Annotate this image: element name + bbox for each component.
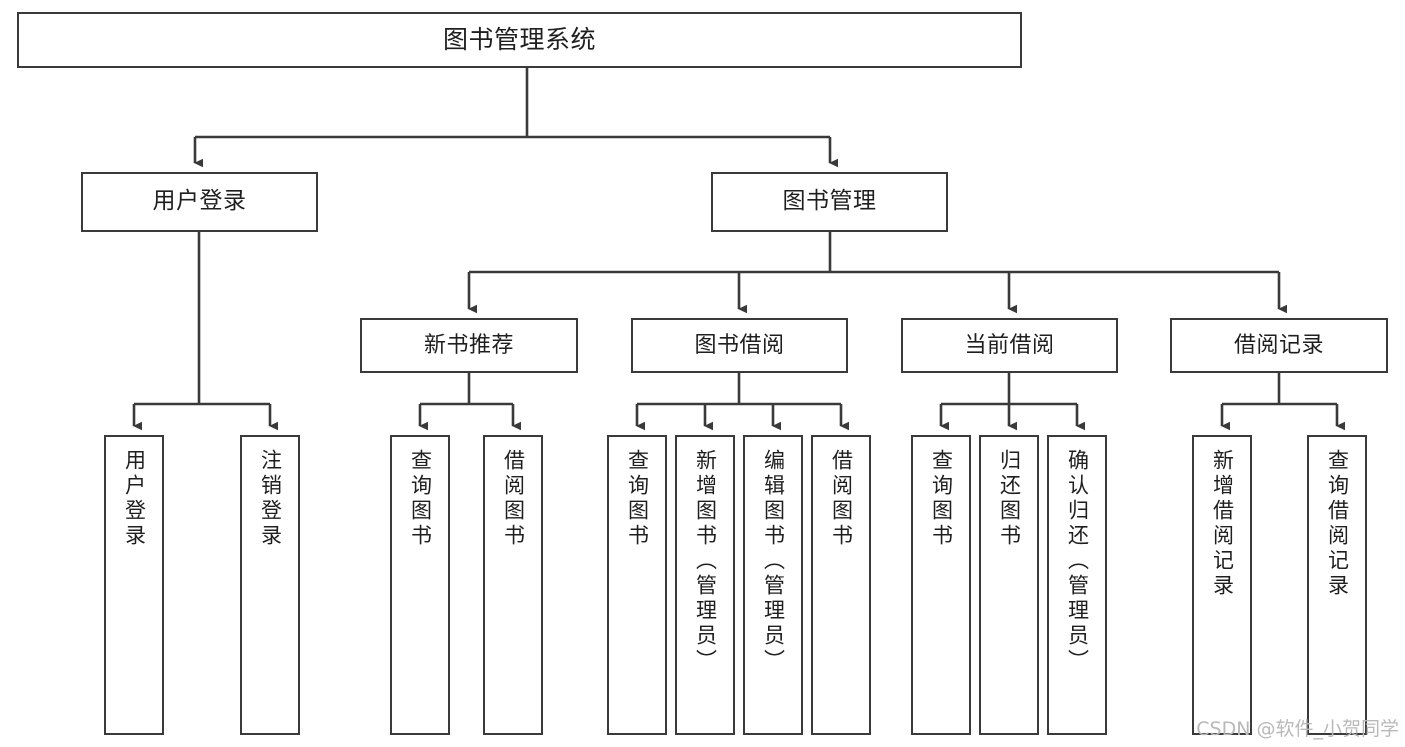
node-book-management-label: 图书管理 xyxy=(782,188,877,215)
node-root[interactable]: 图书管理系统 xyxy=(17,12,1022,68)
node-leaf-query-record-label: 查询借阅记录 xyxy=(1325,449,1350,599)
node-current-borrow-label: 当前借阅 xyxy=(964,332,1055,358)
node-new-book-recommend-label: 新书推荐 xyxy=(423,332,514,358)
node-leaf-query-book-1-label: 查询图书 xyxy=(408,449,433,549)
node-leaf-add-record[interactable]: 新增借阅记录 xyxy=(1192,435,1252,735)
node-leaf-borrow-book-2-label: 借阅图书 xyxy=(829,449,854,549)
node-book-management[interactable]: 图书管理 xyxy=(711,172,948,232)
node-book-borrow-label: 图书借阅 xyxy=(694,332,785,358)
node-leaf-return-book-label: 归还图书 xyxy=(997,449,1022,549)
node-leaf-query-book-2-label: 查询图书 xyxy=(625,449,650,549)
node-leaf-borrow-book-2[interactable]: 借阅图书 xyxy=(811,435,871,735)
node-leaf-confirm-return-label: 确认归还（管理员） xyxy=(1065,449,1090,674)
node-book-borrow[interactable]: 图书借阅 xyxy=(631,318,848,373)
node-leaf-logout-login-label: 注销登录 xyxy=(258,449,283,549)
node-user-login-label: 用户登录 xyxy=(152,188,247,215)
node-leaf-add-book-label: 新增图书（管理员） xyxy=(693,449,718,674)
node-leaf-user-login-label: 用户登录 xyxy=(122,449,147,549)
node-leaf-add-book[interactable]: 新增图书（管理员） xyxy=(675,435,735,735)
node-borrow-record[interactable]: 借阅记录 xyxy=(1170,318,1388,373)
node-leaf-logout-login[interactable]: 注销登录 xyxy=(240,435,300,735)
node-leaf-borrow-book-1[interactable]: 借阅图书 xyxy=(483,435,543,735)
node-leaf-return-book[interactable]: 归还图书 xyxy=(979,435,1039,735)
node-leaf-user-login[interactable]: 用户登录 xyxy=(104,435,164,735)
node-root-label: 图书管理系统 xyxy=(442,25,596,55)
node-leaf-edit-book[interactable]: 编辑图书（管理员） xyxy=(743,435,803,735)
node-leaf-edit-book-label: 编辑图书（管理员） xyxy=(761,449,786,674)
node-leaf-query-book-1[interactable]: 查询图书 xyxy=(390,435,450,735)
node-current-borrow[interactable]: 当前借阅 xyxy=(901,318,1118,373)
node-leaf-query-record[interactable]: 查询借阅记录 xyxy=(1307,435,1367,735)
node-leaf-borrow-book-1-label: 借阅图书 xyxy=(501,449,526,549)
node-borrow-record-label: 借阅记录 xyxy=(1233,332,1324,358)
node-leaf-add-record-label: 新增借阅记录 xyxy=(1210,449,1235,599)
node-leaf-query-book-3-label: 查询图书 xyxy=(929,449,954,549)
node-leaf-confirm-return[interactable]: 确认归还（管理员） xyxy=(1047,435,1107,735)
node-leaf-query-book-3[interactable]: 查询图书 xyxy=(911,435,971,735)
node-leaf-query-book-2[interactable]: 查询图书 xyxy=(607,435,667,735)
node-new-book-recommend[interactable]: 新书推荐 xyxy=(360,318,578,373)
node-user-login[interactable]: 用户登录 xyxy=(81,172,318,232)
